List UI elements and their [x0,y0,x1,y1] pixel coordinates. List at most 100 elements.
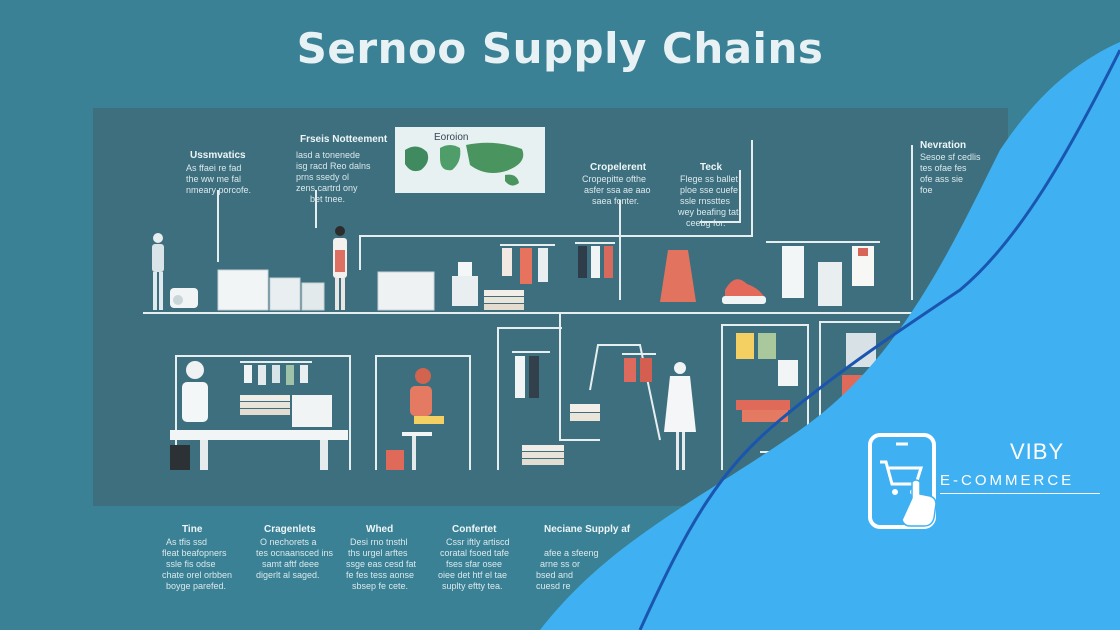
callout-bottom-2-line: samt aftf deee [262,559,319,569]
callout-top-2-line: zens cartrd ony [296,183,358,193]
bottom-illustrations [170,333,878,470]
flow-line-rack [589,344,661,441]
callout-top-1-line: nmeary porcofe. [186,185,251,195]
flow-line-worker [375,355,471,470]
callout-top-4-head: Teck [700,162,722,173]
callout-bottom-1-head: Tine [182,524,203,535]
callout-bottom-2-head: Cragenlets [264,524,316,535]
callout-top-1-line: As ffaei re fad [186,163,241,173]
clothing-rack-1 [500,244,555,284]
callout-top-3-line: Cropepitte ofthe [582,174,646,184]
workbench-left [170,361,348,470]
wave-curve-line [638,49,1120,630]
person-figure-seated [386,368,444,470]
person-figure-left [152,233,164,310]
map-label: Eoroion [434,132,468,143]
clothes-on-rack-bottom [512,351,600,465]
pointer-hand-icon [901,479,937,527]
callout-top-5-line: ofe ass sie [920,174,963,184]
callout-top-1: Ussmvatics As ffaei re fad the ww me fal… [186,150,251,195]
mannequin-icon [664,362,696,470]
flow-line-mid [559,313,600,441]
callout-line-4 [700,170,741,223]
clothing-rack-3 [766,241,880,306]
callout-bottom-3: Whed Desi rno tnsthl ths urgel arftes ss… [346,524,417,591]
callout-top-5-line: tes ofae fes [920,163,967,173]
flow-line-clothes [497,327,562,470]
sewing-machine-icon [452,262,478,306]
callout-top-3-line: saea fonter. [592,196,639,206]
brand-name: VIBY [1010,439,1065,464]
callout-top-3-line: asfer ssa ae aao [584,185,651,195]
callout-top-2: Frseis Notteement lasd a tonenede isg ra… [296,134,388,204]
red-jackets-rack [622,353,656,382]
machine-unit-1 [217,269,269,311]
blue-wave-shape [540,42,1120,630]
world-map-box: Eoroion [395,127,545,193]
callout-top-4: Teck Flege ss ballet ploe sse cuefe ssle… [677,162,739,228]
callout-top-4-line: wey beafing tat [677,207,739,217]
callout-bottom-2-line: digerlt al saged. [256,570,320,580]
callout-top-2-line: bet tnee. [310,194,345,204]
callout-top-3: Cropelerent Cropepitte ofthe asfer ssa a… [582,162,651,206]
top-callouts: Ussmvatics As ffaei re fad the ww me fal… [186,134,981,228]
map-continent-oceania [505,174,519,186]
callout-bottom-3-line: ths urgel arftes [348,548,408,558]
textile-machine-icon [170,288,198,308]
callout-bottom-3-line: fe fes tess aonse [346,570,414,580]
brand-subtitle: E-COMMERCE [940,472,1100,494]
phone-icon [868,433,936,529]
callout-bottom-3-head: Whed [366,524,393,535]
callout-bottom-5-line: arne ss or [540,559,580,569]
fabric-stack-icon [484,290,524,310]
callout-bottom-2-line: tes ocnaansced ins [256,548,334,558]
callout-bottom-4-line: coratal fsoed tafe [440,548,509,558]
callout-top-1-line: the ww me fal [186,174,241,184]
callout-top-1-head: Ussmvatics [190,150,246,161]
callout-top-4-line: ssle rnssttes [680,196,731,206]
bottom-callouts: Tine As tfis ssd fleat beafopners ssle f… [162,524,631,591]
callout-top-5-head: Nevration [920,140,966,151]
callout-bottom-2: Cragenlets O nechorets a tes ocnaansced … [256,524,334,580]
hanging-clothes-small [240,361,312,385]
callout-bottom-5-line: afee a sfeeng [544,548,599,558]
callout-top-2-line: isg racd Reo dalns [296,161,371,171]
callout-top-3-head: Cropelerent [590,162,647,173]
person-figure-red [333,226,347,310]
callout-bottom-3-line: sbsep fe cete. [352,581,408,591]
map-continent-americas [405,146,429,172]
callout-bottom-5-line: bsed and [536,570,573,580]
mobile-cart-logo [868,433,937,529]
callout-bottom-4-line: fses sfar osee [446,559,502,569]
callout-bottom-4: Confertet Cssr iftly artiscd coratal fso… [438,524,510,591]
callout-bottom-5-head: Neciane Supply af [544,524,631,535]
top-illustrations [152,226,880,311]
callout-bottom-3-line: Desi rno tnsthl [350,537,408,547]
flow-line-top [359,140,753,270]
callout-bottom-5: Neciane Supply af afee a sfeeng arne ss … [536,524,631,591]
callout-bottom-1-line: chate orel orbben [162,570,232,580]
brand-swoosh [540,42,1120,630]
map-continent-asia [466,142,524,173]
callout-bottom-1-line: boyge parefed. [166,581,226,591]
flow-line-left-bottom [175,355,351,470]
callout-top-2-line: lasd a tonenede [296,150,360,160]
machine-unit-3 [301,282,325,311]
callout-top-2-head: Frseis Notteement [300,134,388,145]
callout-top-5-line: Sesoe sf cedlis [920,152,981,162]
machine-unit-4 [377,271,435,311]
callout-bottom-4-line: suplty eftty tea. [442,581,503,591]
callout-top-2-line: prns ssedy ol [296,172,349,182]
callout-top-4-line: ceebg for. [686,218,726,228]
callout-bottom-4-line: Cssr iftly artiscd [446,537,510,547]
callout-bottom-2-line: O nechorets a [260,537,317,547]
dress-icon [660,250,696,302]
callout-bottom-1-line: As tfis ssd [166,537,207,547]
callout-bottom-4-head: Confertet [452,524,497,535]
callout-top-4-line: ploe sse cuefe [680,185,738,195]
callout-bottom-4-line: oiee det htf el tae [438,570,507,580]
callout-top-5-line: foe [920,185,933,195]
callout-top-4-line: Flege ss ballet [680,174,739,184]
